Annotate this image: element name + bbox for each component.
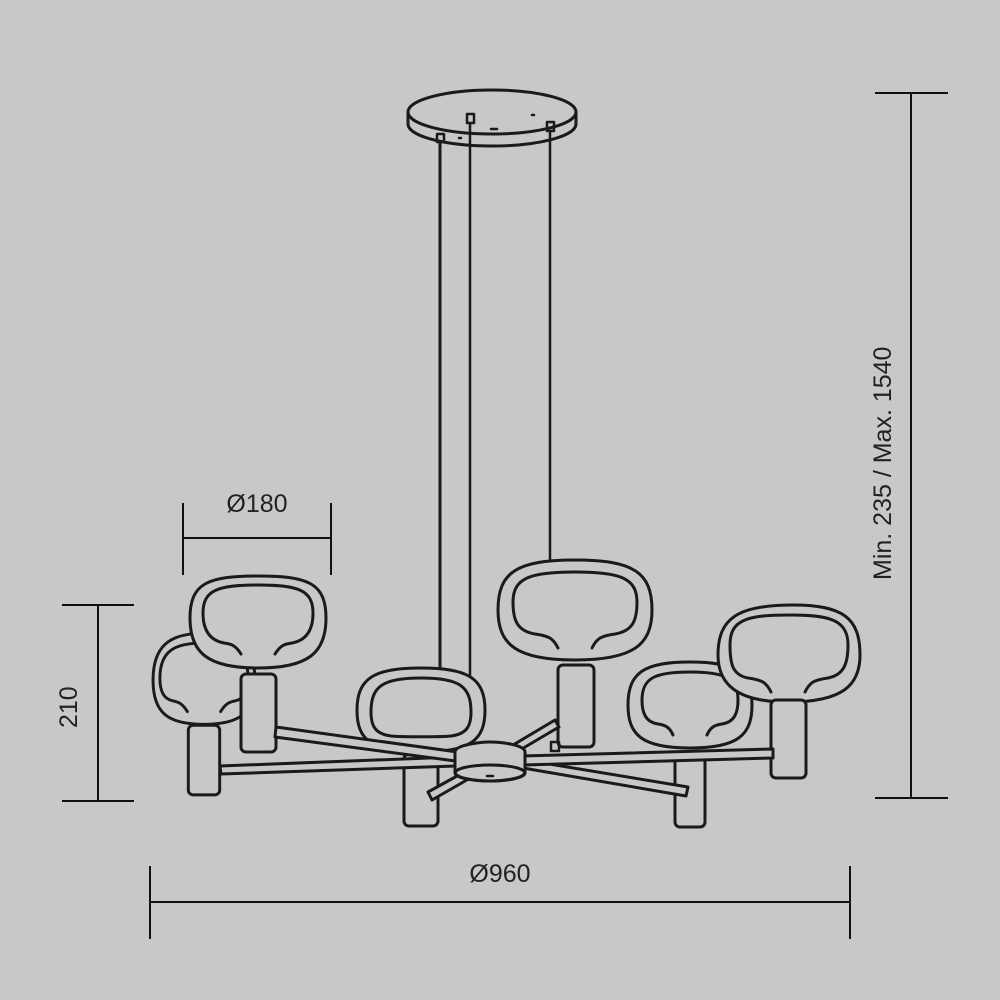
ceiling-canopy (406, 88, 578, 148)
suspension-wires (438, 121, 552, 680)
dimension-overall-height (875, 92, 948, 799)
overall-diameter-label: Ø960 (469, 860, 531, 888)
shade-height-label: 210 (55, 686, 83, 728)
shade-far-right (716, 603, 862, 780)
shade-right-back (626, 660, 754, 829)
shade-diameter-label: Ø180 (226, 490, 288, 518)
overall-height-label: Min. 235 / Max. 1540 (869, 346, 897, 580)
shade-middle-front (355, 666, 487, 828)
central-hub (453, 740, 527, 783)
dimension-shade-height (62, 604, 134, 802)
dimension-overall-diameter (149, 866, 851, 939)
shade-top-left (188, 574, 328, 754)
dimension-shade-diameter (182, 503, 332, 575)
shade-center (496, 558, 654, 749)
